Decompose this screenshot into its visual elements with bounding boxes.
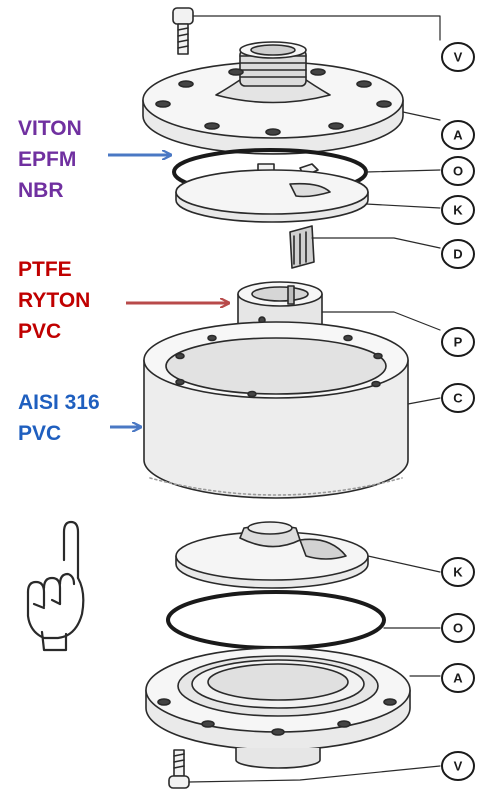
material-label: VITON [18,117,82,140]
callout-letter: K [453,203,463,218]
material-label: NBR [18,179,64,202]
callouts: V A O K D P C K O A V [441,42,475,781]
callout-bottom-bolt: V [441,751,475,781]
callout-letter: O [453,621,463,636]
callout-letter: C [453,391,463,406]
bottom-bolt [168,749,190,789]
top-disc [175,169,369,223]
callout-letter: D [453,247,462,262]
pointing-hand-icon [26,520,85,652]
seal-material-labels: VITON EPFM NBR [18,113,82,206]
material-label: EPFM [18,148,77,171]
callout-top-flange: A [441,120,475,150]
callout-letter: A [453,128,463,143]
top-flange [142,41,404,155]
callout-bottom-flange: A [441,663,475,693]
callout-body: C [441,383,475,413]
material-label: PTFE [18,258,72,281]
callout-top-disc: K [441,195,475,225]
material-arrows [108,155,228,427]
rotor-material-labels: PTFE RYTON PVC [18,254,90,347]
material-label: PVC [18,422,62,445]
vane [289,225,315,269]
bottom-flange [145,647,411,769]
material-label: AISI 316 [18,391,100,414]
material-label: PVC [18,320,62,343]
body [143,321,409,499]
top-bolt [172,7,194,55]
callout-bottom-disc: K [441,557,475,587]
bottom-o-ring [166,590,386,650]
callout-letter: V [454,50,463,65]
callout-letter: P [454,335,463,350]
leader-lines [188,15,441,783]
callout-bottom-o-ring: O [441,613,475,643]
callout-letter: A [453,671,463,686]
callout-top-o-ring: O [441,156,475,186]
bottom-disc [175,521,369,589]
callout-rotor: P [441,327,475,357]
material-label: RYTON [18,289,91,312]
callout-letter: V [454,759,463,774]
body-material-labels: AISI 316 PVC [18,387,100,449]
callout-letter: K [453,565,463,580]
callout-letter: O [453,164,463,179]
callout-vane: D [441,239,475,269]
callout-top-bolt: V [441,42,475,72]
